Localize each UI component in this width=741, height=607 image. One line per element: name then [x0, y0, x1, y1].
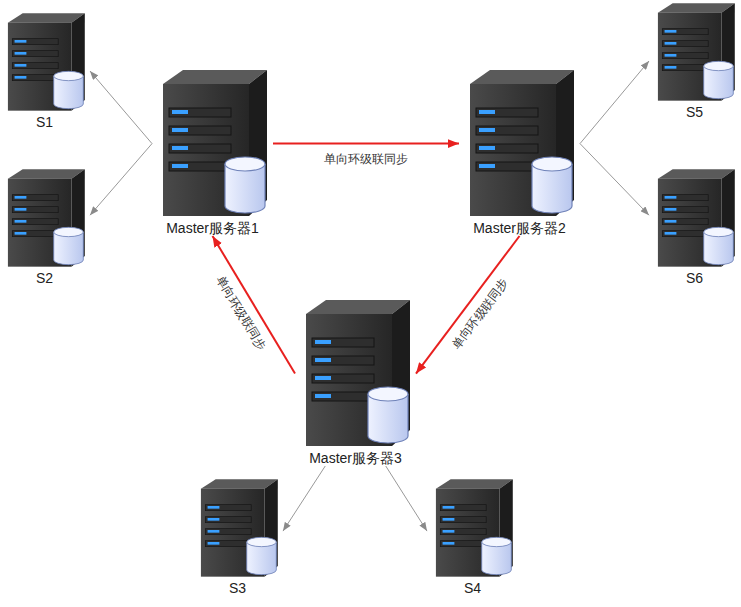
edge-label: 单向环级联同步	[322, 152, 410, 166]
server-label: S5	[649, 102, 740, 120]
server-label: S1	[0, 112, 90, 130]
edge-label: 单向环级联同步	[212, 271, 269, 354]
server-node: S3	[192, 478, 283, 596]
sync-arrow	[273, 143, 459, 145]
server-label: S6	[649, 268, 740, 286]
server-node: S2	[0, 168, 90, 286]
server-node: S5	[649, 2, 740, 120]
server-icon	[155, 68, 270, 218]
replication-arrow	[90, 71, 152, 144]
server-icon	[430, 478, 515, 578]
server-icon	[2, 168, 87, 268]
sync-arrow	[213, 236, 296, 374]
server-icon	[652, 2, 737, 102]
server-node: Master服务器1	[152, 68, 273, 236]
server-node: Master服务器3	[295, 298, 416, 466]
server-icon	[2, 12, 87, 112]
replication-arrow	[90, 144, 152, 216]
server-icon	[201, 479, 278, 576]
server-icon	[462, 68, 577, 218]
server-label: S2	[0, 268, 90, 286]
server-icon	[470, 70, 574, 216]
edge-label: 单向环级联同步	[448, 274, 512, 353]
sync-arrow	[416, 236, 520, 374]
server-icon	[195, 478, 280, 578]
server-icon	[436, 479, 513, 576]
server-label: S4	[427, 578, 518, 596]
replication-arrow	[580, 61, 649, 144]
server-icon	[652, 168, 737, 268]
replication-arrow	[283, 466, 325, 531]
replication-arrow	[386, 466, 427, 531]
server-node: S4	[427, 478, 518, 596]
server-node: S6	[649, 168, 740, 286]
server-icon	[8, 13, 85, 110]
server-icon	[163, 70, 267, 216]
server-icon	[8, 169, 85, 266]
replication-arrow	[580, 144, 649, 216]
server-icon	[658, 3, 735, 100]
server-icon	[298, 298, 413, 448]
server-label: S3	[192, 578, 283, 596]
server-node: S1	[0, 12, 90, 130]
server-label: Master服务器3	[295, 448, 416, 466]
server-label: Master服务器1	[152, 218, 273, 236]
server-icon	[306, 300, 410, 446]
server-node: Master服务器2	[459, 68, 580, 236]
server-label: Master服务器2	[459, 218, 580, 236]
server-icon	[658, 169, 735, 266]
